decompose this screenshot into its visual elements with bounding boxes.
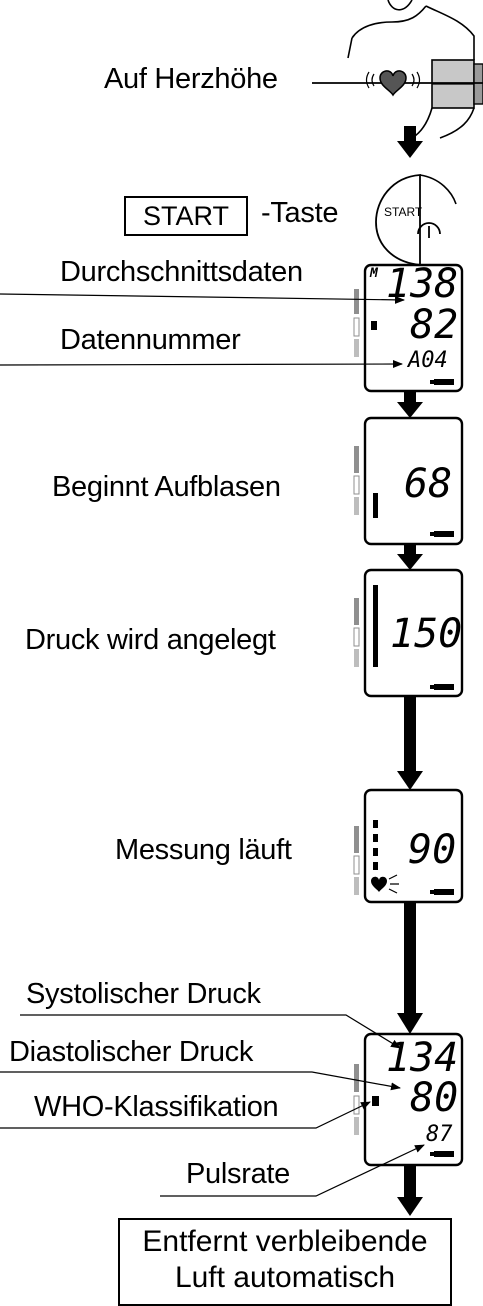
final-step-box: Entfernt verbleibende Luft automatisch bbox=[118, 1218, 452, 1306]
memory-mark: M bbox=[370, 266, 378, 281]
leader-data-number bbox=[0, 360, 403, 369]
leader-systolic bbox=[20, 1014, 401, 1049]
heart-level-heart-icon bbox=[365, 70, 421, 97]
pressure-value: 150 bbox=[390, 611, 463, 657]
label-heart-level: Auf Herzhöhe bbox=[104, 63, 278, 95]
start-power-button bbox=[375, 174, 457, 267]
memory-id-value: A04 bbox=[408, 348, 448, 373]
label-start-key-suffix: -Taste bbox=[261, 197, 339, 229]
label-who-class: WHO-Klassifikation bbox=[34, 1091, 279, 1123]
label-inflation-start: Beginnt Aufblasen bbox=[52, 471, 281, 503]
result-sys-value: 134 bbox=[386, 1035, 459, 1081]
leader-who bbox=[0, 1101, 371, 1129]
flow-arrow-3 bbox=[397, 544, 423, 570]
measure-value: 90 bbox=[408, 827, 457, 873]
leader-pulse bbox=[160, 1144, 425, 1197]
final-step-line-2: Luft automatisch bbox=[174, 1261, 396, 1294]
label-pressure-applied: Druck wird angelegt bbox=[25, 624, 276, 656]
result-pulse-value: 87 bbox=[426, 1122, 453, 1147]
start-key-box: START bbox=[124, 196, 248, 236]
label-average-data: Durchschnittsdaten bbox=[60, 256, 303, 288]
label-measuring: Messung läuft bbox=[115, 834, 292, 866]
display-measuring-frame bbox=[353, 788, 464, 904]
label-systolic: Systolischer Druck bbox=[26, 978, 261, 1010]
display-memory-frame bbox=[353, 263, 464, 393]
leader-average-data bbox=[0, 293, 405, 304]
label-diastolic: Diastolischer Druck bbox=[9, 1036, 254, 1068]
device-start-text: START bbox=[384, 205, 423, 219]
flow-arrow-6 bbox=[397, 1165, 423, 1216]
display-result-frame bbox=[353, 1032, 464, 1167]
memory-dia-value: 82 bbox=[410, 302, 459, 348]
flow-arrow-2 bbox=[397, 392, 423, 418]
label-pulse-rate: Pulsrate bbox=[186, 1158, 290, 1190]
flow-arrow-4 bbox=[397, 696, 423, 790]
inflate-value: 68 bbox=[404, 461, 453, 507]
memory-sys-value: 138 bbox=[386, 261, 459, 307]
person-torso-illustration bbox=[347, 0, 475, 139]
leader-diastolic bbox=[0, 1071, 401, 1091]
arm-cuff-icon bbox=[431, 59, 483, 109]
flow-arrow-1 bbox=[397, 126, 423, 158]
label-data-number: Datennummer bbox=[60, 324, 241, 356]
flow-arrow-5 bbox=[397, 903, 423, 1034]
display-inflate-frame bbox=[353, 416, 464, 546]
result-dia-value: 80 bbox=[410, 1075, 459, 1121]
display-pressure-frame bbox=[353, 568, 464, 698]
final-step-line-1: Entfernt verbleibende bbox=[142, 1225, 428, 1258]
